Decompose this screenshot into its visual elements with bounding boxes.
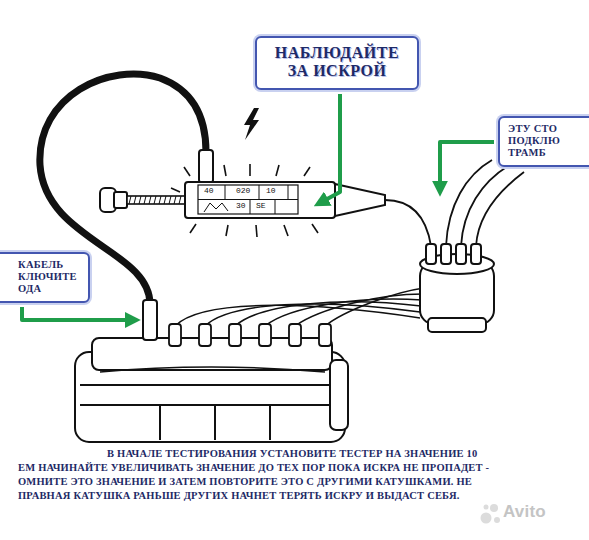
cap-base	[428, 318, 486, 332]
distributor-wire	[461, 166, 508, 246]
lightning-symbol	[244, 108, 259, 140]
plug-wire	[265, 299, 422, 326]
callout-box: ЭТУ СТО ПОДКЛЮ ТРАМБ	[498, 116, 589, 167]
instruction-text: ПРАВНАЯ КАТУШКА РАНЬШЕ ДРУГИХ НАЧНЕТ ТЕР…	[18, 490, 460, 502]
spark-ray	[190, 224, 196, 233]
spark-ray	[304, 167, 310, 176]
instruction-text: В НАЧАЛЕ ТЕСТИРОВАНИЯ УСТАНОВИТЕ ТЕСТЕР …	[107, 448, 477, 460]
scale-number: 40	[204, 187, 214, 196]
spark-ray	[184, 167, 190, 176]
spark-ray	[249, 164, 251, 176]
watermark: Avito	[503, 503, 546, 522]
cap-terminal	[426, 244, 436, 264]
block-ridge	[80, 384, 340, 386]
distributor-wire	[476, 172, 524, 246]
logo-dot	[494, 517, 500, 523]
block-divider	[214, 405, 216, 440]
cover-line	[100, 367, 325, 372]
plug-wire	[235, 302, 421, 326]
block-divider	[159, 405, 161, 440]
plug-boots	[169, 324, 331, 346]
instruction-text: ОМНИТЕ ЭТО ЗНАЧЕНИЕ И ЗАТЕМ ПОВТОРИТЕ ЭТ…	[18, 476, 472, 488]
scale-ticks	[225, 185, 288, 214]
tester-tip	[335, 184, 385, 216]
spark-ray	[312, 224, 318, 233]
logo-dot	[481, 513, 492, 524]
engine-end	[330, 360, 348, 430]
plug-boot	[199, 324, 211, 346]
coil-boot	[143, 300, 157, 340]
callout-box: НАБЛЮДАЙТЕ ЗА ИСКРОЙ	[255, 36, 419, 90]
plug-boot	[289, 324, 301, 346]
spark-ray	[171, 188, 180, 192]
plug-boot	[259, 324, 271, 346]
leader-arrow	[318, 94, 340, 204]
leader-arrow	[440, 142, 494, 192]
plug-wires	[175, 288, 424, 326]
cap-terminal	[471, 244, 481, 264]
plug-boot	[319, 324, 331, 346]
instruction-text: ЕМ НАЧИНАЙТЕ УВЕЛИЧИВАТЬ ЗНАЧЕНИЕ ДО ТЕХ…	[18, 462, 489, 474]
engine	[75, 338, 348, 442]
threaded-rod	[127, 196, 186, 204]
tester-body	[185, 182, 335, 218]
scale-divider	[198, 199, 298, 200]
scale-number: 020	[236, 187, 250, 196]
block-ridge	[80, 404, 340, 406]
block-divider	[269, 405, 271, 440]
distributor-wires	[385, 160, 524, 246]
scale-number: 30	[236, 202, 246, 211]
watermark-logo	[481, 504, 501, 524]
callout-text: НАБЛЮДАЙТЕ ЗА ИСКРОЙ	[269, 44, 405, 81]
rod-thread	[129, 196, 181, 204]
plug-boot	[169, 324, 181, 346]
spark-tester	[100, 182, 385, 218]
scale-mark-text: SE	[256, 202, 266, 211]
plug-wire	[325, 288, 424, 326]
callout-box: КАБЕЛЬ КЛЮЧИТЕ ОДА	[0, 252, 90, 303]
tester-wire	[385, 200, 431, 246]
tester-knob-neck	[114, 192, 127, 208]
plug-wire	[175, 305, 420, 326]
leaders	[22, 94, 494, 320]
cap-terminal	[456, 244, 466, 264]
scale-window	[198, 185, 298, 214]
callout-text: ЭТУ СТО ПОДКЛЮ ТРАМБ	[508, 123, 570, 159]
spark-ray	[224, 165, 226, 176]
callout-text: КАБЕЛЬ КЛЮЧИТЕ ОДА	[18, 259, 80, 295]
spark-ray	[256, 225, 257, 237]
cap-terminal	[441, 244, 451, 264]
spark-ray	[284, 225, 288, 236]
logo-dot	[490, 504, 498, 512]
spark-ray	[276, 165, 279, 176]
distributor-wire	[446, 160, 492, 246]
scale-mark	[204, 203, 228, 212]
spark-ray	[226, 225, 228, 236]
logo-dot	[484, 505, 489, 510]
distributor-cap	[420, 244, 494, 332]
plug-boot	[229, 324, 241, 346]
cable-clip	[199, 150, 213, 183]
plug-wire	[295, 294, 423, 326]
leader-arrow	[22, 307, 136, 320]
scale-number: 10	[266, 187, 276, 196]
